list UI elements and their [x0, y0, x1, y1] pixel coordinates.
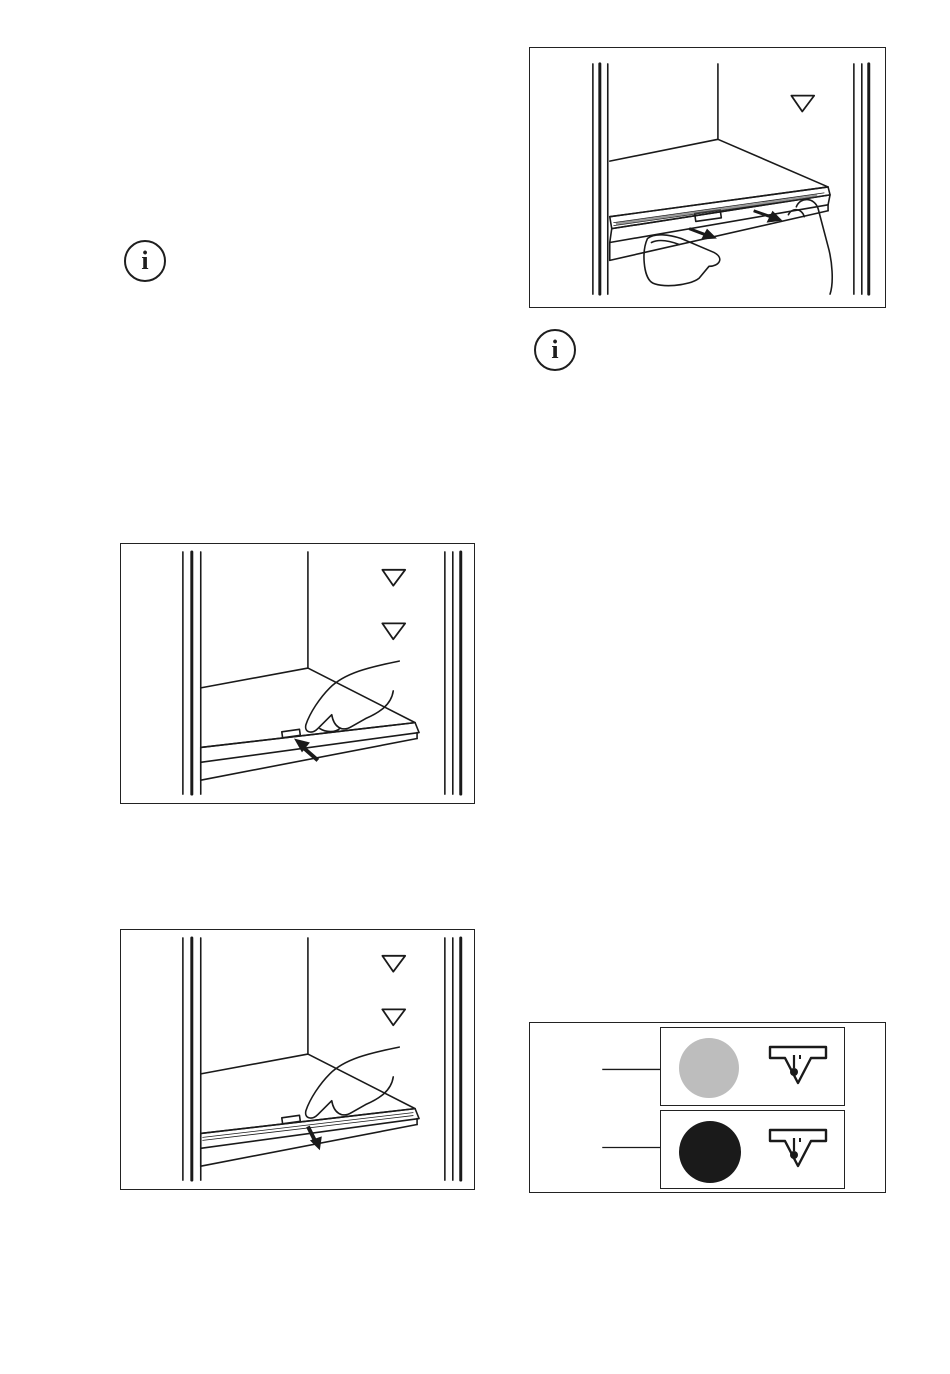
figure-pull-shelf-release — [120, 929, 475, 1190]
info-icon: i — [534, 329, 576, 371]
indicator-panel-diagram — [529, 1022, 886, 1193]
fridge-shelf-pull-illustration — [121, 930, 474, 1189]
temperature-alarm-icon — [767, 1044, 829, 1086]
indicator-row-dark — [660, 1110, 845, 1189]
figure-press-shelf-release — [120, 543, 475, 804]
fridge-shelf-removal-illustration — [530, 48, 885, 307]
fridge-shelf-press-illustration — [121, 544, 474, 803]
figure-remove-shelf — [529, 47, 886, 308]
temperature-alarm-icon — [767, 1127, 829, 1169]
indicator-lamp-dark — [679, 1121, 741, 1183]
indicator-row-light — [660, 1027, 845, 1106]
info-icon: i — [124, 240, 166, 282]
indicator-lamp-light — [679, 1038, 739, 1098]
